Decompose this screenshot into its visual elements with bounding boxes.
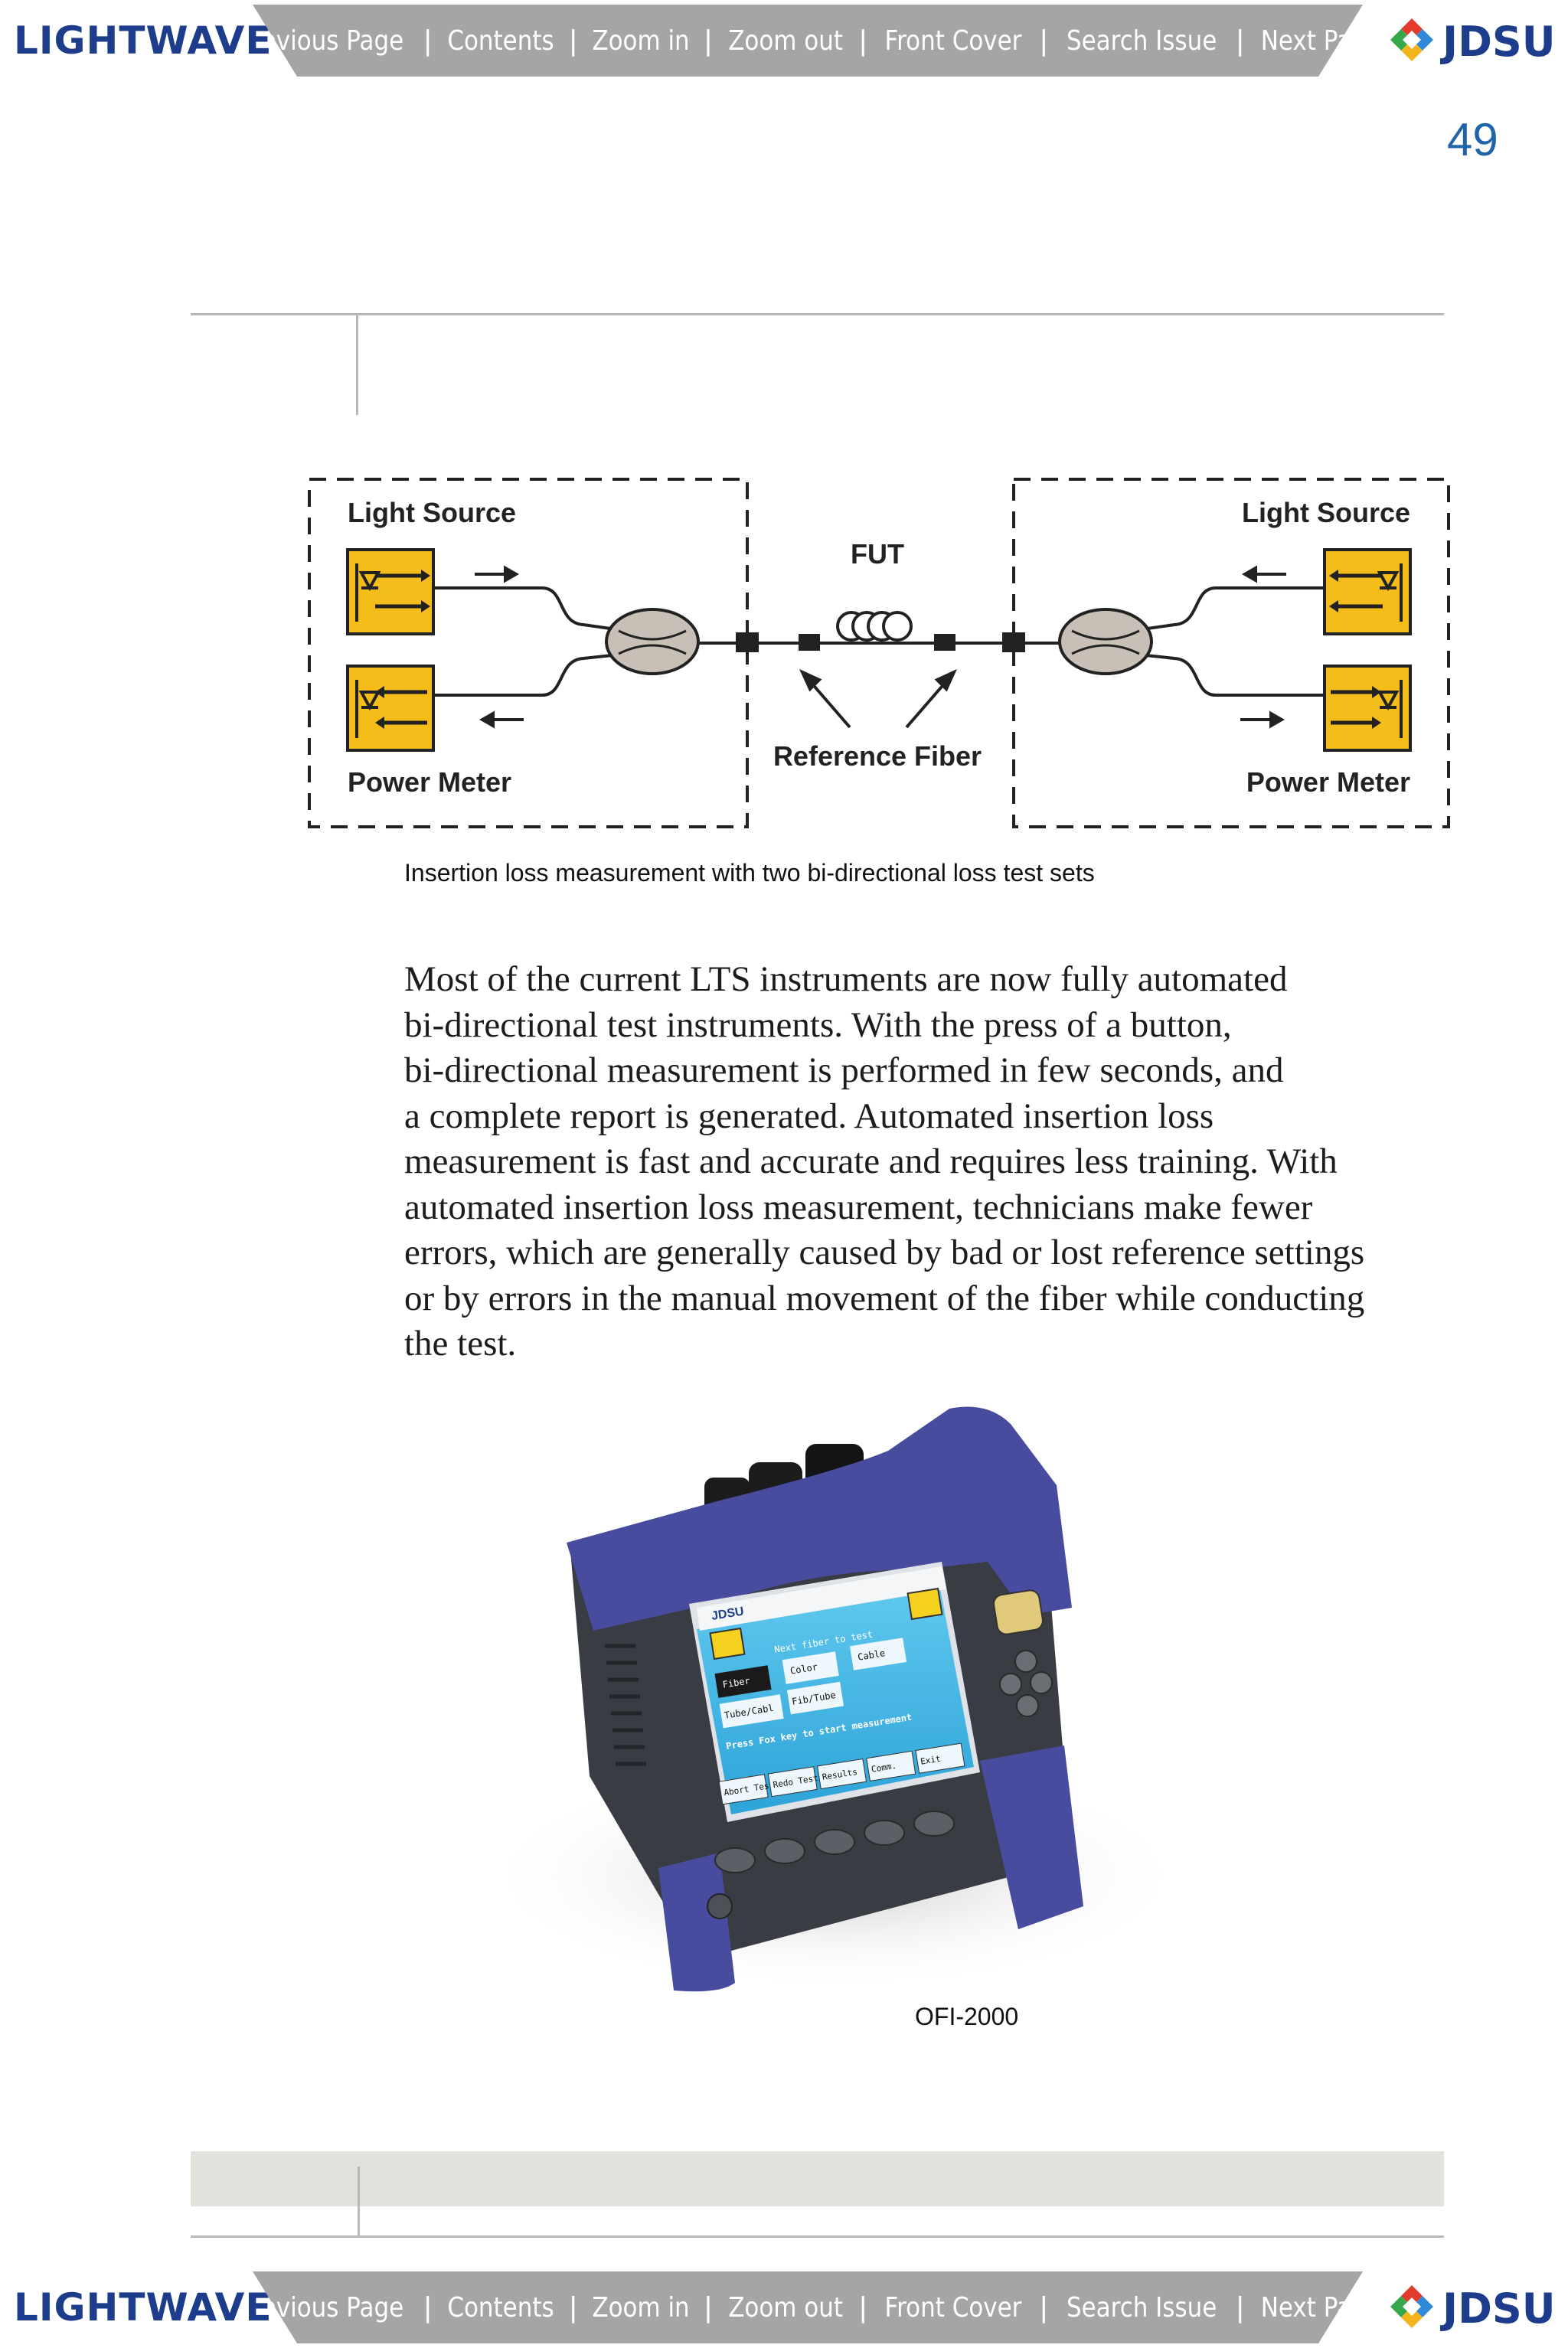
body-line: bi-directional measurement is performed … [404,1050,1284,1090]
fox-key-button [993,1589,1044,1635]
fiber-coil-icon [836,611,913,642]
screen-cat-icon-right [906,1587,943,1621]
nav-separator: | [1235,2291,1245,2324]
ofi-2000-photo: JDSU Next fiber to test Fiber Color Cabl… [490,1406,1179,1992]
body-line: a complete report is generated. Automate… [404,1096,1214,1136]
right-power-meter-label: Power Meter [1246,766,1410,798]
brand-title: LIGHTWAVE [14,2285,273,2330]
body-line: automated insertion loss measurement, te… [404,1187,1313,1227]
nav-contents[interactable]: Contents [447,24,554,57]
reference-fiber-label: Reference Fiber [773,740,982,772]
photo-caption: OFI-2000 [915,2003,1019,2030]
body-paragraph: Most of the current LTS instruments are … [404,957,1461,1367]
softkey-label: Comm. [871,1761,897,1775]
nav-separator: | [1039,24,1049,57]
body-line: Most of the current LTS instruments are … [404,959,1288,999]
bottom-left-bumper [658,1853,735,1992]
jdsu-diamond-icon [1390,2285,1433,2328]
diagram-caption: Insertion loss measurement with two bi-d… [404,859,1095,887]
nav-separator: | [568,2291,578,2324]
right-connector [1002,632,1025,652]
nav-separator: | [703,2291,713,2324]
nav-separator: | [703,24,713,57]
nav-zoom-out[interactable]: Zoom out [728,24,843,57]
page-number: 49 [1447,114,1498,165]
left-power-meter-label: Power Meter [348,766,511,798]
nav-separator: | [1039,2291,1049,2324]
screen-field-label: Color [789,1661,818,1676]
nav-search-issue[interactable]: Search Issue [1067,2291,1217,2324]
screen-cat-icon-left [709,1627,746,1661]
nav-zoom-in[interactable]: Zoom in [592,24,690,57]
body-line: errors, which are generally caused by ba… [404,1233,1365,1272]
top-bumper [567,1406,1072,1631]
nav-search-issue[interactable]: Search Issue [1067,24,1217,57]
right-test-set-boundary [1012,478,1450,828]
nav-zoom-in[interactable]: Zoom in [592,2291,690,2324]
footer-rule [191,2235,1444,2238]
nav-separator: | [568,24,578,57]
insertion-loss-diagram: Light Source Power Meter Light Source Po… [308,478,1450,828]
softkey-label: Exit [920,1754,941,1767]
footer-band [191,2151,1444,2206]
nav-front-cover[interactable]: Front Cover [884,2291,1022,2324]
header-rule-vertical [356,315,358,415]
right-meter-module-icon [1323,665,1412,752]
fut-label: FUT [851,538,904,570]
nav-separator: | [858,2291,868,2324]
body-line: bi-directional test instruments. With th… [404,1004,1232,1045]
body-line: measurement is fast and accurate and req… [404,1141,1338,1181]
screen-field-fiber [714,1665,772,1698]
screen-field-label: Cable [857,1648,886,1662]
reference-connector-right [934,634,956,651]
bottom-right-bumper [980,1745,1083,1929]
nav-strip: Previous Page | Contents | Zoom in | Zoo… [253,2271,1363,2343]
brand-title: LIGHTWAVE [14,18,273,63]
screen-brand: JDSU [710,1605,745,1622]
nav-separator: | [423,2291,433,2324]
right-coupler-icon [1058,608,1153,675]
nav-separator: | [858,24,868,57]
nav-separator: | [423,24,433,57]
power-icon [707,1893,733,1919]
nav-separator: | [1235,24,1245,57]
nav-zoom-out[interactable]: Zoom out [728,2291,843,2324]
reference-arrows [799,668,958,729]
jdsu-logo: JDSU [1387,2284,1556,2333]
nav-strip: Previous Page | Contents | Zoom in | Zoo… [253,5,1363,77]
direction-pad-icon [999,1650,1053,1717]
nav-front-cover[interactable]: Front Cover [884,24,1022,57]
header-rule [191,313,1444,315]
right-source-module-icon [1323,548,1412,635]
body-line: the test. [404,1324,517,1363]
left-test-set-boundary [308,478,749,828]
left-source-module-icon [346,548,435,635]
bottom-navbar: LIGHTWAVE Previous Page | Contents | Zoo… [0,2267,1568,2348]
left-connector [736,632,759,652]
nav-next-page[interactable]: Next Page [1260,24,1381,57]
left-light-source-label: Light Source [348,497,516,528]
jdsu-diamond-icon [1390,18,1433,61]
footer-rule-vertical [358,2167,360,2235]
right-light-source-label: Light Source [1242,497,1410,528]
left-coupler-icon [605,608,700,675]
nav-next-page[interactable]: Next Page [1260,2291,1381,2324]
reference-connector-left [799,634,820,651]
hardware-softkeys [714,1811,955,1873]
logo-text: JDSU [1442,2284,1556,2333]
body-line: or by errors in the manual movement of t… [404,1278,1365,1318]
nav-contents[interactable]: Contents [447,2291,554,2324]
left-meter-module-icon [346,665,435,752]
top-navbar: LIGHTWAVE Previous Page | Contents | Zoo… [0,0,1568,81]
jdsu-logo: JDSU [1387,17,1556,66]
screen-field-label: Fiber [722,1675,751,1690]
logo-text: JDSU [1442,17,1556,66]
